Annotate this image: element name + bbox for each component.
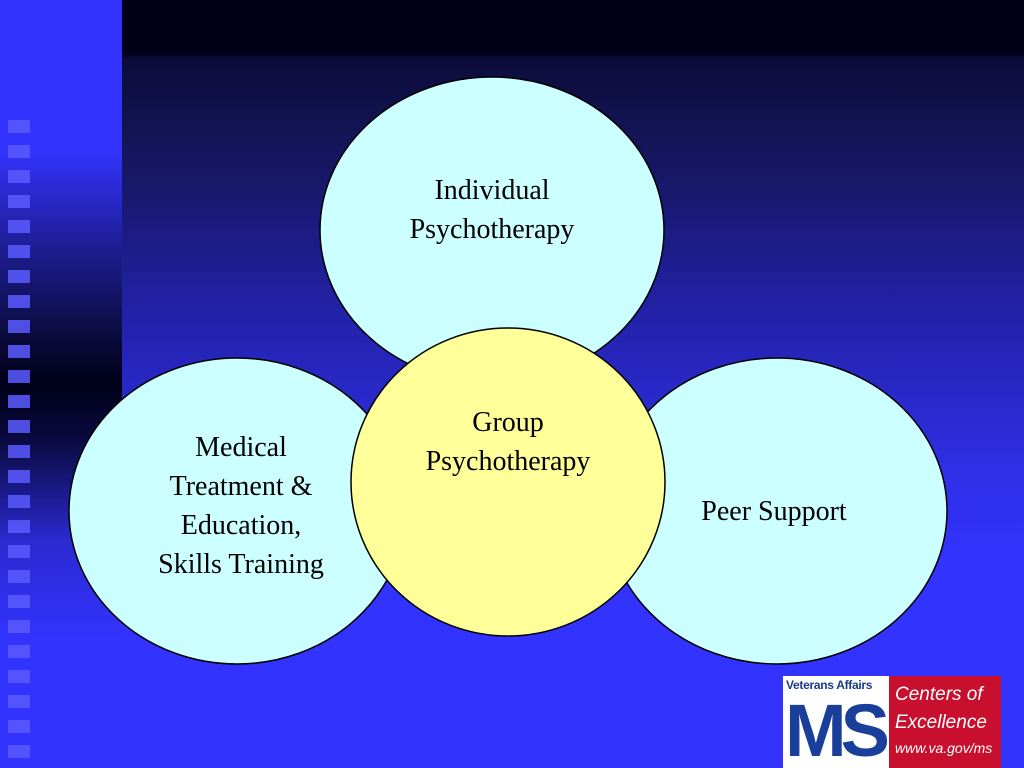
square-pattern — [8, 120, 30, 760]
logo-line-excellence: Excellence — [895, 712, 987, 733]
logo-red-panel: Centers of Excellence www.va.gov/ms — [889, 676, 1001, 768]
logo-line-centers: Centers of — [895, 684, 983, 705]
peer-support-label: Peer Support — [701, 496, 847, 527]
group-psychotherapy-circle — [350, 327, 666, 637]
logo-agency-text: Veterans Affairs — [786, 678, 873, 692]
va-ms-centers-of-excellence-logo: Veterans Affairs MS Centers of Excellenc… — [783, 676, 1001, 768]
logo-ms-mark: MS — [785, 689, 890, 768]
individual-psychotherapy-label: Individual Psychotherapy — [409, 175, 575, 245]
medical-treatment-label: Medical Treatment & Education, Skills Tr… — [158, 432, 324, 580]
group-psychotherapy-label: Group Psychotherapy — [425, 407, 591, 477]
left-decorative-strip — [0, 0, 122, 768]
logo-url: www.va.gov/ms — [895, 740, 993, 756]
